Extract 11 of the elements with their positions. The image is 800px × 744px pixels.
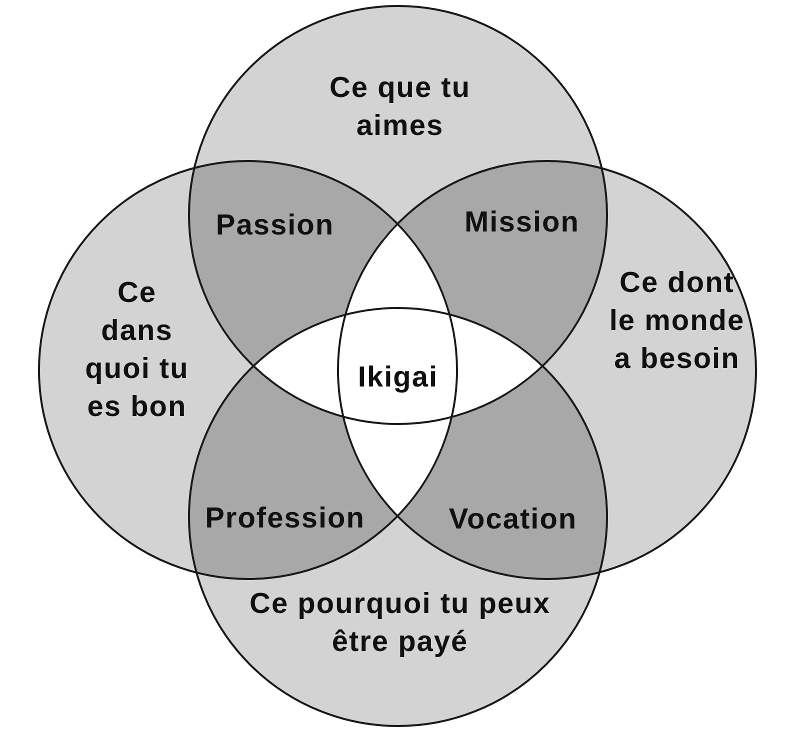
circle-label: Ce que tu aimes xyxy=(328,71,472,144)
overlap-label: Vocation xyxy=(448,504,578,536)
venn-circle xyxy=(188,307,608,727)
overlap-label: Passion xyxy=(216,210,334,242)
circle-label: Ce dont le monde a besoin xyxy=(608,266,746,377)
overlap-label: Profession xyxy=(205,502,365,536)
circle-label: Ce pourquoi tu peux être payé xyxy=(248,587,552,660)
overlap-label: Mission xyxy=(464,206,580,240)
overlap-label: Ikigai xyxy=(358,362,438,394)
circle-label: Ce dans quoi tu es bon xyxy=(84,276,190,425)
venn-circle xyxy=(188,5,608,425)
